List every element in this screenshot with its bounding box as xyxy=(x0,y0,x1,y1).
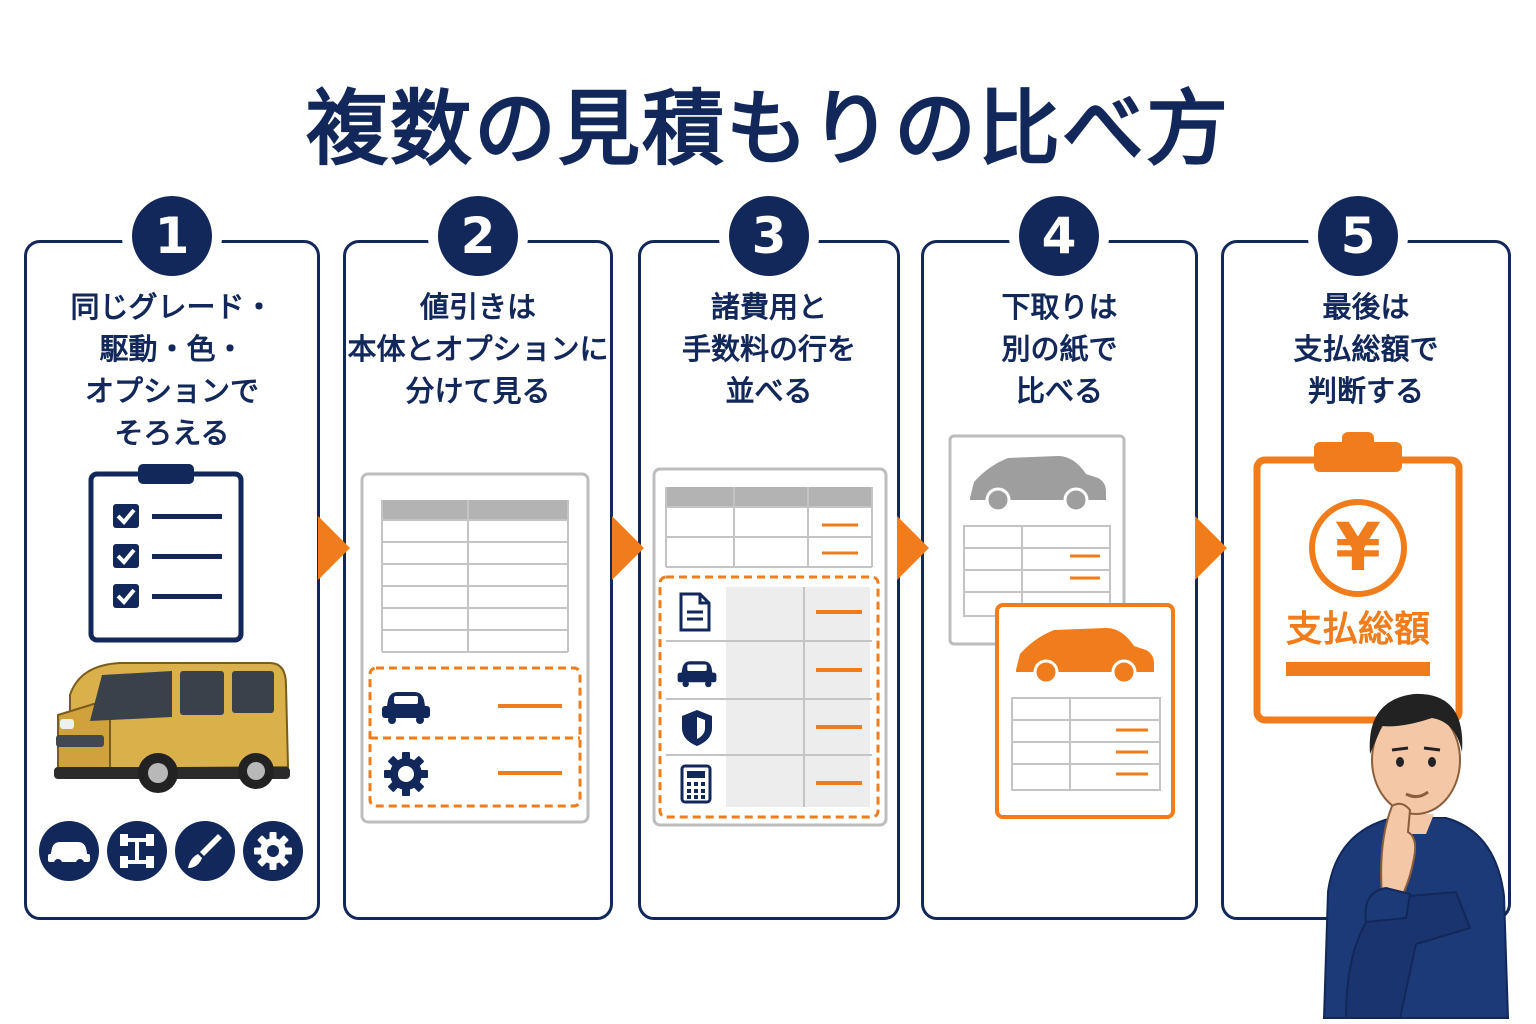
step-text-5: 最後は 支払総額で 判断する xyxy=(1221,286,1511,412)
page-title: 複数の見積もりの比べ方 xyxy=(305,82,1230,177)
step-arrow-1 xyxy=(318,516,350,580)
step-text-line: 本体とオプションに xyxy=(347,332,609,366)
step-text-line: 比べる xyxy=(1015,374,1103,408)
step-number-badge-5: 5 xyxy=(1318,196,1398,276)
step-arrow-3 xyxy=(897,516,929,580)
drivetrain-icon xyxy=(107,821,167,881)
gear-icon xyxy=(243,821,303,881)
yen-symbol: ¥ xyxy=(1335,509,1381,586)
step-number-badge-2: 2 xyxy=(438,196,518,276)
step-arrow-4 xyxy=(1195,516,1227,580)
car-photo xyxy=(54,662,290,793)
step-arrow-2 xyxy=(612,516,644,580)
paint-brush-icon xyxy=(175,821,235,881)
step-text-line: 下取りは xyxy=(1001,290,1118,324)
step-number-badge-1: 1 xyxy=(132,196,212,276)
step-text-line: 駆動・色・ xyxy=(99,332,245,366)
calculator-icon xyxy=(680,764,712,804)
step-text-line: オプションで xyxy=(84,374,259,408)
step-number-badge-4: 4 xyxy=(1019,196,1099,276)
step-number-badge-3: 3 xyxy=(729,196,809,276)
step-text-line: 最後は xyxy=(1322,290,1410,324)
step-text-1: 同じグレード・ 駆動・色・ オプションで そろえる xyxy=(24,286,320,454)
step-text-line: 同じグレード・ xyxy=(70,290,274,324)
gray-car-sheet-icon xyxy=(948,434,1126,646)
step-text-3: 諸費用と 手数料の行を 並べる xyxy=(638,286,900,412)
car-icon xyxy=(677,661,717,688)
step-text-line: 手数料の行を xyxy=(681,332,856,366)
step-text-line: 別の紙で xyxy=(1001,332,1118,366)
car-icon xyxy=(39,821,99,881)
step-text-line: そろえる xyxy=(114,416,230,450)
step-text-line: 諸費用と xyxy=(710,290,827,324)
payment-total-label: 支払総額 xyxy=(1285,609,1430,650)
checklist-icon xyxy=(88,464,244,643)
document-icon xyxy=(679,592,711,632)
gear-icon xyxy=(384,752,428,796)
table-icon xyxy=(652,467,888,827)
step-text-line: 値引きは xyxy=(419,290,536,324)
step-text-line: 並べる xyxy=(725,374,813,408)
step-text-4: 下取りは 別の紙で 比べる xyxy=(921,286,1198,412)
step-text-line: 判断する xyxy=(1307,374,1424,408)
step-text-line: 支払総額で xyxy=(1293,332,1439,366)
step-text-line: 分けて見る xyxy=(405,374,551,408)
orange-car-sheet-icon xyxy=(995,603,1175,819)
step-text-2: 値引きは 本体とオプションに 分けて見る xyxy=(343,286,613,412)
thinking-man-illustration xyxy=(1322,693,1510,1019)
car-icon xyxy=(382,692,430,724)
shield-icon xyxy=(682,710,712,746)
yen-coin-icon xyxy=(1309,499,1407,597)
